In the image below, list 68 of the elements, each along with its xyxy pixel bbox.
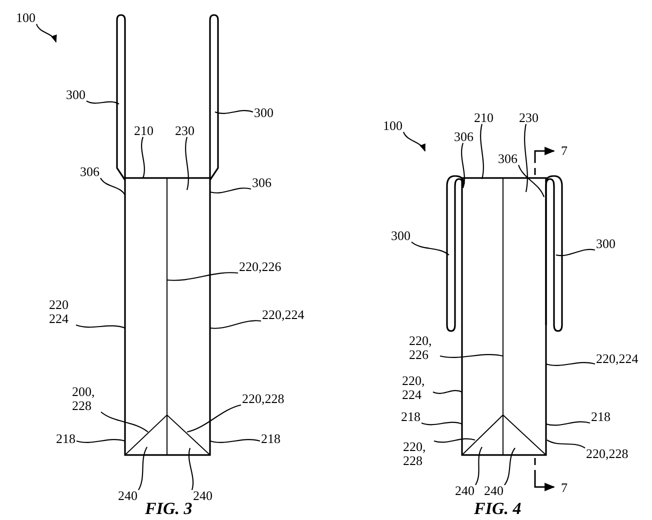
reference-numeral: 306	[498, 152, 518, 166]
reference-numeral: 220, 224	[402, 374, 432, 402]
reference-numeral: 300	[66, 88, 86, 102]
reference-numeral: 220,226	[239, 260, 282, 274]
leader-line	[76, 324, 126, 329]
leader-line	[185, 136, 189, 190]
reference-numeral: 300	[254, 106, 274, 120]
leader-line	[518, 164, 544, 198]
reference-numeral: 218	[591, 410, 610, 424]
leader-line	[210, 188, 252, 194]
leader-line	[556, 248, 596, 256]
leader-line	[100, 412, 148, 432]
leader-line	[504, 448, 516, 486]
reference-numeral: 240	[193, 489, 212, 503]
reference-numeral: 306	[454, 130, 474, 144]
reference-numeral: 210	[134, 124, 154, 138]
reference-numeral: 100	[16, 11, 36, 25]
reference-numeral: 220, 228	[403, 440, 433, 468]
leader-line	[210, 320, 262, 329]
reference-numeral: 230	[175, 124, 194, 138]
reference-numeral: 306	[80, 165, 100, 179]
reference-numeral: 100	[383, 119, 402, 133]
leader-line	[141, 136, 145, 178]
reference-numeral: 220,228	[586, 447, 628, 461]
leader-line	[440, 354, 504, 358]
leader-line	[166, 272, 238, 281]
arrow	[403, 132, 426, 152]
reference-numeral: 240	[455, 484, 474, 498]
reference-numeral: 230	[519, 111, 538, 125]
reference-numeral: 218	[56, 432, 76, 446]
leader-line	[461, 142, 465, 188]
reference-numeral: 300	[596, 237, 616, 251]
leader-line	[76, 439, 126, 443]
leader-line	[546, 362, 596, 366]
leader-line	[546, 421, 590, 426]
reference-numeral: 220,224	[596, 352, 638, 366]
reference-numeral: 220,224	[262, 308, 304, 322]
leader-line	[411, 242, 450, 256]
leader-line	[100, 178, 126, 196]
leader-line	[188, 448, 194, 490]
reference-numeral: 200, 228	[72, 385, 100, 413]
reference-numeral: 210	[474, 111, 494, 125]
leader-line	[86, 100, 120, 104]
reference-numeral: 300	[391, 229, 410, 243]
reference-numeral: 220 224	[49, 298, 75, 326]
reference-numeral: 306	[252, 176, 272, 190]
arrow	[36, 24, 56, 43]
leader-line	[214, 110, 254, 114]
reference-numeral: 240	[118, 489, 138, 503]
leader-line	[434, 438, 476, 443]
leader-line	[546, 440, 586, 448]
leader-line	[138, 446, 148, 490]
section-label: 7	[561, 479, 568, 497]
leader-line	[210, 439, 260, 443]
leader-line	[421, 422, 462, 426]
figure-label: FIG. 4	[474, 498, 522, 520]
leader-line	[186, 404, 242, 433]
reference-numeral: 218	[261, 432, 280, 446]
figure-label: FIG. 3	[145, 498, 192, 520]
reference-numeral: 220, 226	[409, 334, 439, 362]
reference-numeral: 240	[484, 484, 504, 498]
leader-line	[432, 390, 462, 394]
leader-line	[475, 446, 482, 486]
section-label: 7	[561, 142, 568, 160]
leader-line	[524, 124, 528, 192]
leader-line	[480, 124, 484, 180]
reference-numeral: 218	[401, 410, 420, 424]
reference-numeral: 220,228	[242, 392, 284, 406]
